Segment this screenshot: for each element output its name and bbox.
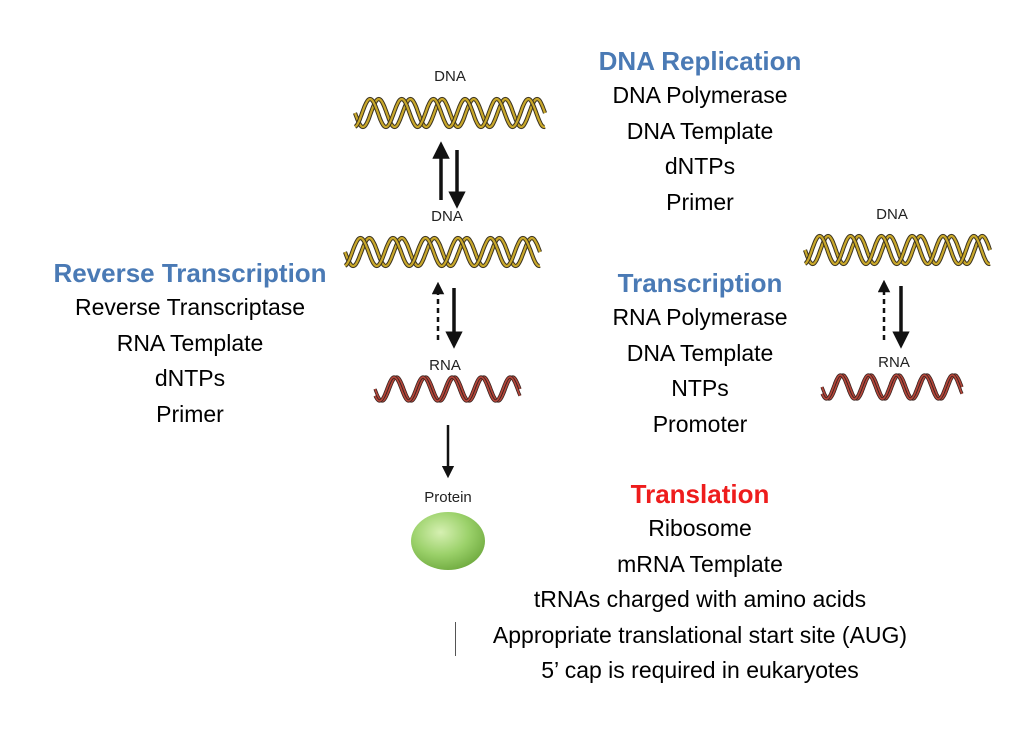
transcription-block: Transcription RNA Polymerase DNA Templat… <box>550 266 850 442</box>
dna-helix-right <box>803 233 992 267</box>
helix-strand <box>804 234 991 266</box>
rna-middle-label: RNA <box>429 357 461 374</box>
transcription-item: RNA Polymerase <box>612 304 788 330</box>
translation-item: 5’ cap is required in eukaryotes <box>541 657 859 683</box>
dna-replication-item: DNA Polymerase <box>612 82 788 108</box>
helix-strand <box>821 374 963 400</box>
dna-top-label: DNA <box>434 68 466 85</box>
transcription-item: Promoter <box>652 410 748 437</box>
text-cursor <box>455 622 456 656</box>
reverse-transcription-item: RNA Template <box>116 329 264 356</box>
helix-strand <box>353 97 547 129</box>
dna-replication-item: DNA Template <box>626 117 774 144</box>
reverse-transcription-title: Reverse Transcription <box>53 258 327 288</box>
rna-helix-middle <box>373 375 522 403</box>
translation-block: Translation Ribosome mRNA Template tRNAs… <box>440 477 960 689</box>
translation-item: Appropriate translational start site (AU… <box>492 621 908 648</box>
protein-label: Protein <box>424 489 472 506</box>
translation-item: mRNA Template <box>617 550 783 577</box>
protein-icon <box>411 512 485 570</box>
dna-replication-title: DNA Replication <box>598 46 802 76</box>
dna-middle-label: DNA <box>431 208 463 225</box>
reverse-transcription-block: Reverse Transcription Reverse Transcript… <box>20 256 360 432</box>
dna-replication-item: Primer <box>666 188 734 215</box>
helix-strand <box>343 236 542 268</box>
translation-title: Translation <box>630 479 770 509</box>
helix-strand <box>354 97 546 129</box>
reverse-transcription-item: Reverse Transcriptase <box>74 294 306 320</box>
dna-replication-item: dNTPs <box>664 153 736 179</box>
dna-replication-block: DNA Replication DNA Polymerase DNA Templ… <box>540 44 860 220</box>
helix-strand <box>344 236 541 268</box>
transcription-item: NTPs <box>671 375 729 401</box>
dna-helix-middle <box>343 235 542 269</box>
reverse-transcription-item: dNTPs <box>154 365 226 391</box>
dna-helix-top <box>353 96 547 130</box>
translation-item: Ribosome <box>648 515 752 541</box>
translation-item: tRNAs charged with amino acids <box>533 586 867 612</box>
rna-right-label: RNA <box>878 354 910 371</box>
reverse-transcription-item: Primer <box>156 400 224 427</box>
rna-helix-right <box>820 373 964 401</box>
dna-right-label: DNA <box>876 206 908 223</box>
transcription-title: Transcription <box>617 268 783 298</box>
helix-strand <box>374 376 521 402</box>
helix-strand <box>803 234 992 266</box>
transcription-item: DNA Template <box>626 339 774 366</box>
